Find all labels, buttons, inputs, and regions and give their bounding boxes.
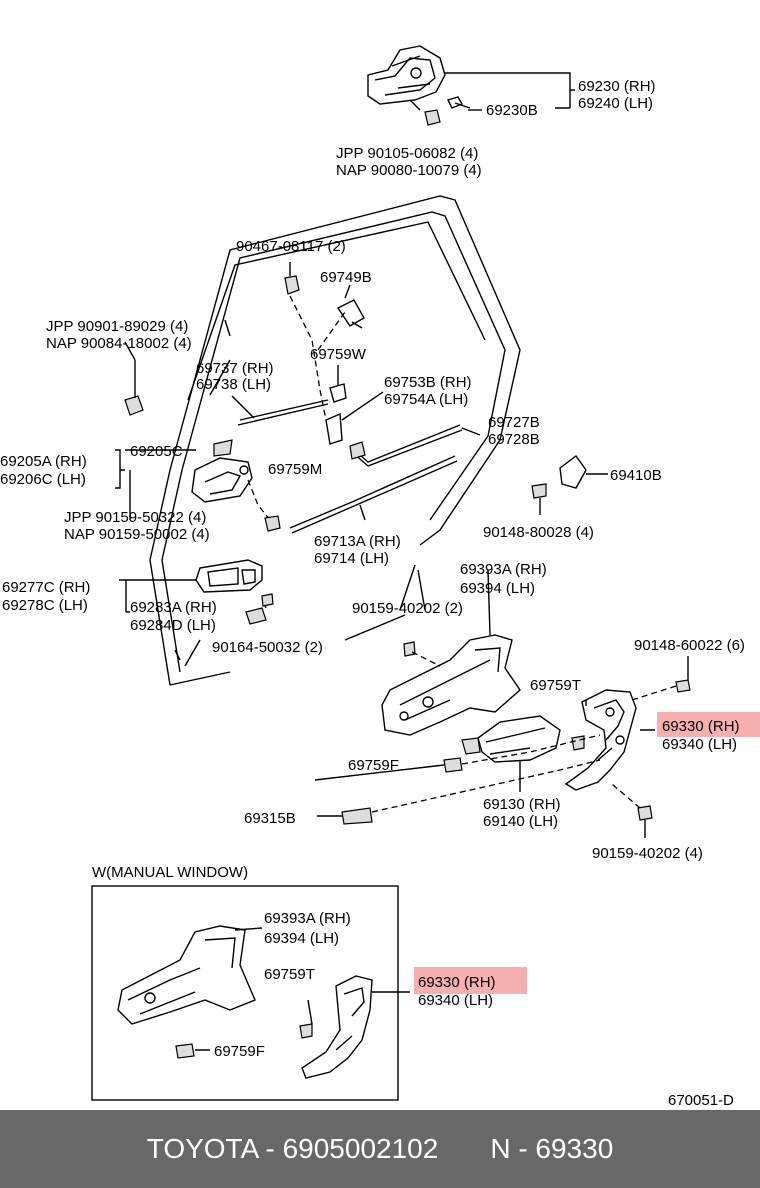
label-69738-lh: 69738 (LH) bbox=[196, 376, 271, 393]
label-90148-60022: 90148-60022 (6) bbox=[634, 637, 745, 654]
parts-diagram: 69230 (RH) 69240 (LH) 69230B JPP 90105-0… bbox=[0, 45, 760, 1109]
label-jpp-90159: JPP 90159-50322 (4) bbox=[64, 509, 206, 526]
manual-window-box bbox=[91, 885, 399, 1101]
door-lock-69330 bbox=[564, 689, 637, 791]
clip-69759w bbox=[329, 365, 347, 403]
label-69728b: 69728B bbox=[488, 431, 540, 448]
screw-90159-40202-b bbox=[637, 805, 653, 821]
label-manual-window: W(MANUAL WINDOW) bbox=[92, 864, 248, 881]
part-69315b bbox=[341, 807, 373, 825]
outside-handle-drawing bbox=[367, 45, 471, 126]
inside-handle-69205a bbox=[191, 457, 253, 503]
label-w-69759t: 69759T bbox=[264, 966, 315, 983]
label-69277c-rh: 69277C (RH) bbox=[2, 579, 90, 596]
label-69753b-rh: 69753B (RH) bbox=[384, 374, 472, 391]
clip-69283a bbox=[245, 607, 267, 625]
label-nap-90084: NAP 90084-18002 (4) bbox=[46, 335, 192, 352]
label-69205c: 69205C bbox=[130, 443, 183, 460]
label-90164: 90164-50032 (2) bbox=[212, 639, 323, 656]
footer-part-number: TOYOTA - 6905002102 bbox=[146, 1133, 439, 1164]
escutcheon-69277c bbox=[195, 559, 263, 593]
label-w-69394-lh: 69394 (LH) bbox=[264, 930, 339, 947]
label-fig-code: 670051-D bbox=[668, 1092, 734, 1109]
label-69410b: 69410B bbox=[610, 467, 662, 484]
screw-90148-60022 bbox=[675, 679, 691, 693]
label-90159-40202-b: 90159-40202 (4) bbox=[592, 845, 703, 862]
label-nap-90159: NAP 90159-50002 (4) bbox=[64, 526, 210, 543]
label-w-69393a-rh: 69393A (RH) bbox=[264, 910, 351, 927]
screw-90159-50322 bbox=[264, 515, 281, 532]
clip-69759m bbox=[349, 441, 366, 460]
label-69230b: 69230B bbox=[486, 102, 538, 119]
manual-lock-drawing bbox=[301, 975, 373, 1079]
label-69759m: 69759M bbox=[268, 461, 322, 478]
label-w-69759f: 69759F bbox=[214, 1043, 265, 1060]
label-90467: 90467-08117 (2) bbox=[236, 238, 346, 255]
label-69394-lh: 69394 (LH) bbox=[460, 580, 535, 597]
clip-69759f bbox=[443, 757, 463, 773]
highlight-69330-main bbox=[657, 712, 760, 737]
screw-90159-40202-a bbox=[403, 641, 416, 657]
bracket-69749b bbox=[336, 284, 365, 329]
label-69283a-rh: 69283A (RH) bbox=[130, 599, 217, 616]
label-jpp-90901: JPP 90901-89029 (4) bbox=[46, 318, 188, 335]
label-jpp-90105: JPP 90105-06082 (4) bbox=[336, 145, 478, 162]
door-frame-drawing bbox=[149, 195, 521, 686]
regulator-69393a bbox=[381, 634, 521, 736]
footer-part-code: N - 69330 bbox=[490, 1133, 614, 1164]
label-69284d-lh: 69284D (LH) bbox=[130, 617, 216, 634]
rod-69737 bbox=[237, 399, 329, 426]
label-69759t: 69759T bbox=[530, 677, 581, 694]
label-69340-lh: 69340 (LH) bbox=[662, 736, 737, 753]
highlight-69330-manual bbox=[414, 967, 527, 994]
label-69140-lh: 69140 (LH) bbox=[483, 813, 558, 830]
label-69759f: 69759F bbox=[348, 757, 399, 774]
label-69759w: 69759W bbox=[310, 346, 367, 363]
label-w-69330-rh: 69330 (RH) bbox=[418, 974, 496, 991]
clip-69753b bbox=[325, 391, 384, 445]
label-69315b: 69315B bbox=[244, 810, 296, 827]
lock-assembly-69130 bbox=[461, 715, 561, 763]
label-nap-90080: NAP 90080-10079 (4) bbox=[336, 162, 482, 179]
bracket-69410b bbox=[559, 455, 608, 489]
label-69130-rh: 69130 (RH) bbox=[483, 796, 561, 813]
label-69206c-lh: 69206C (LH) bbox=[0, 471, 86, 488]
rod-69713a bbox=[289, 455, 458, 534]
label-90148-80028: 90148-80028 (4) bbox=[483, 524, 594, 541]
clip-69205c bbox=[213, 439, 233, 457]
label-69230-rh: 69230 (RH) bbox=[578, 78, 656, 95]
label-69393a-rh: 69393A (RH) bbox=[460, 561, 547, 578]
label-w-69340-lh: 69340 (LH) bbox=[418, 992, 493, 1009]
label-69754a-lh: 69754A (LH) bbox=[384, 391, 468, 408]
label-69713a-rh: 69713A (RH) bbox=[314, 533, 401, 550]
manual-clip-69759f bbox=[175, 1043, 195, 1059]
label-69714-lh: 69714 (LH) bbox=[314, 550, 389, 567]
footer-bar: TOYOTA - 6905002102 N - 69330 bbox=[0, 1110, 760, 1188]
label-69205a-rh: 69205A (RH) bbox=[0, 453, 87, 470]
label-69240-lh: 69240 (LH) bbox=[578, 95, 653, 112]
label-69727b: 69727B bbox=[488, 414, 540, 431]
screw-90148-80028 bbox=[531, 483, 547, 499]
label-69749b: 69749B bbox=[320, 269, 372, 286]
manual-regulator-drawing bbox=[117, 925, 256, 1025]
clip-90467 bbox=[284, 262, 300, 295]
label-90159-40202-a: 90159-40202 (2) bbox=[352, 600, 463, 617]
clip-90901 bbox=[124, 360, 144, 416]
label-69278c-lh: 69278C (LH) bbox=[2, 597, 88, 614]
label-69737-rh: 69737 (RH) bbox=[196, 360, 274, 377]
label-69330-rh: 69330 (RH) bbox=[662, 718, 740, 735]
